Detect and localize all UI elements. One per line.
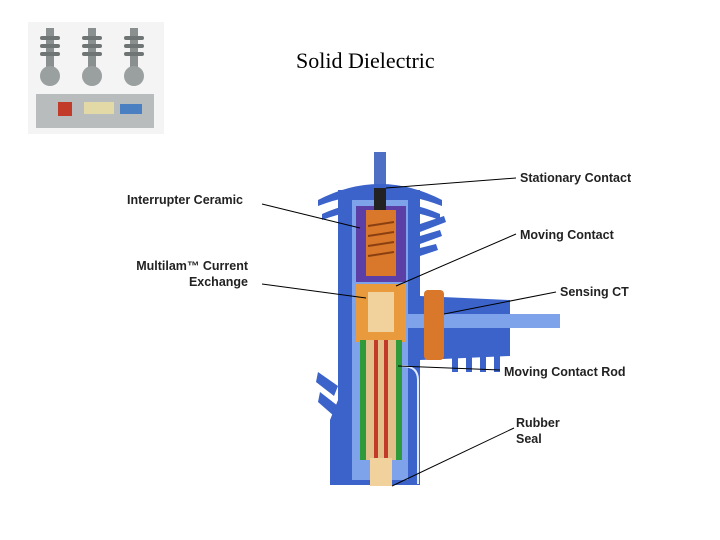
right-insulator-fins — [420, 216, 446, 256]
label-moving-contact-rod: Moving Contact Rod — [504, 365, 626, 379]
sensing-ct — [424, 290, 444, 360]
left-insulator-fins — [316, 372, 338, 416]
label-multilam-line1: Multilam™ Current — [136, 259, 248, 273]
recloser-photo — [28, 22, 164, 134]
leader-lines — [261, 177, 557, 487]
top-terminal — [374, 152, 386, 192]
moving-contact-rod — [366, 340, 396, 460]
label-rubber-seal: Rubber Seal — [516, 415, 560, 447]
label-multilam-line2: Exchange — [188, 275, 248, 289]
label-stationary-contact: Stationary Contact — [520, 171, 632, 185]
label-rubber-seal-line1: Rubber — [516, 416, 560, 430]
side-arm-fins — [452, 332, 500, 372]
slide-title: Solid Dielectric — [296, 48, 435, 73]
label-sensing-ct: Sensing CT — [560, 285, 629, 299]
label-interrupter-ceramic: Interrupter Ceramic — [127, 193, 244, 207]
stationary-contact — [374, 188, 386, 210]
side-terminal-rod — [406, 314, 560, 328]
label-rubber-seal-line2: Seal — [516, 432, 542, 446]
label-moving-contact: Moving Contact — [520, 228, 614, 242]
label-multilam-current-exchange: Multilam™ Current Exchange — [128, 258, 248, 290]
rubber-seal — [370, 458, 392, 486]
